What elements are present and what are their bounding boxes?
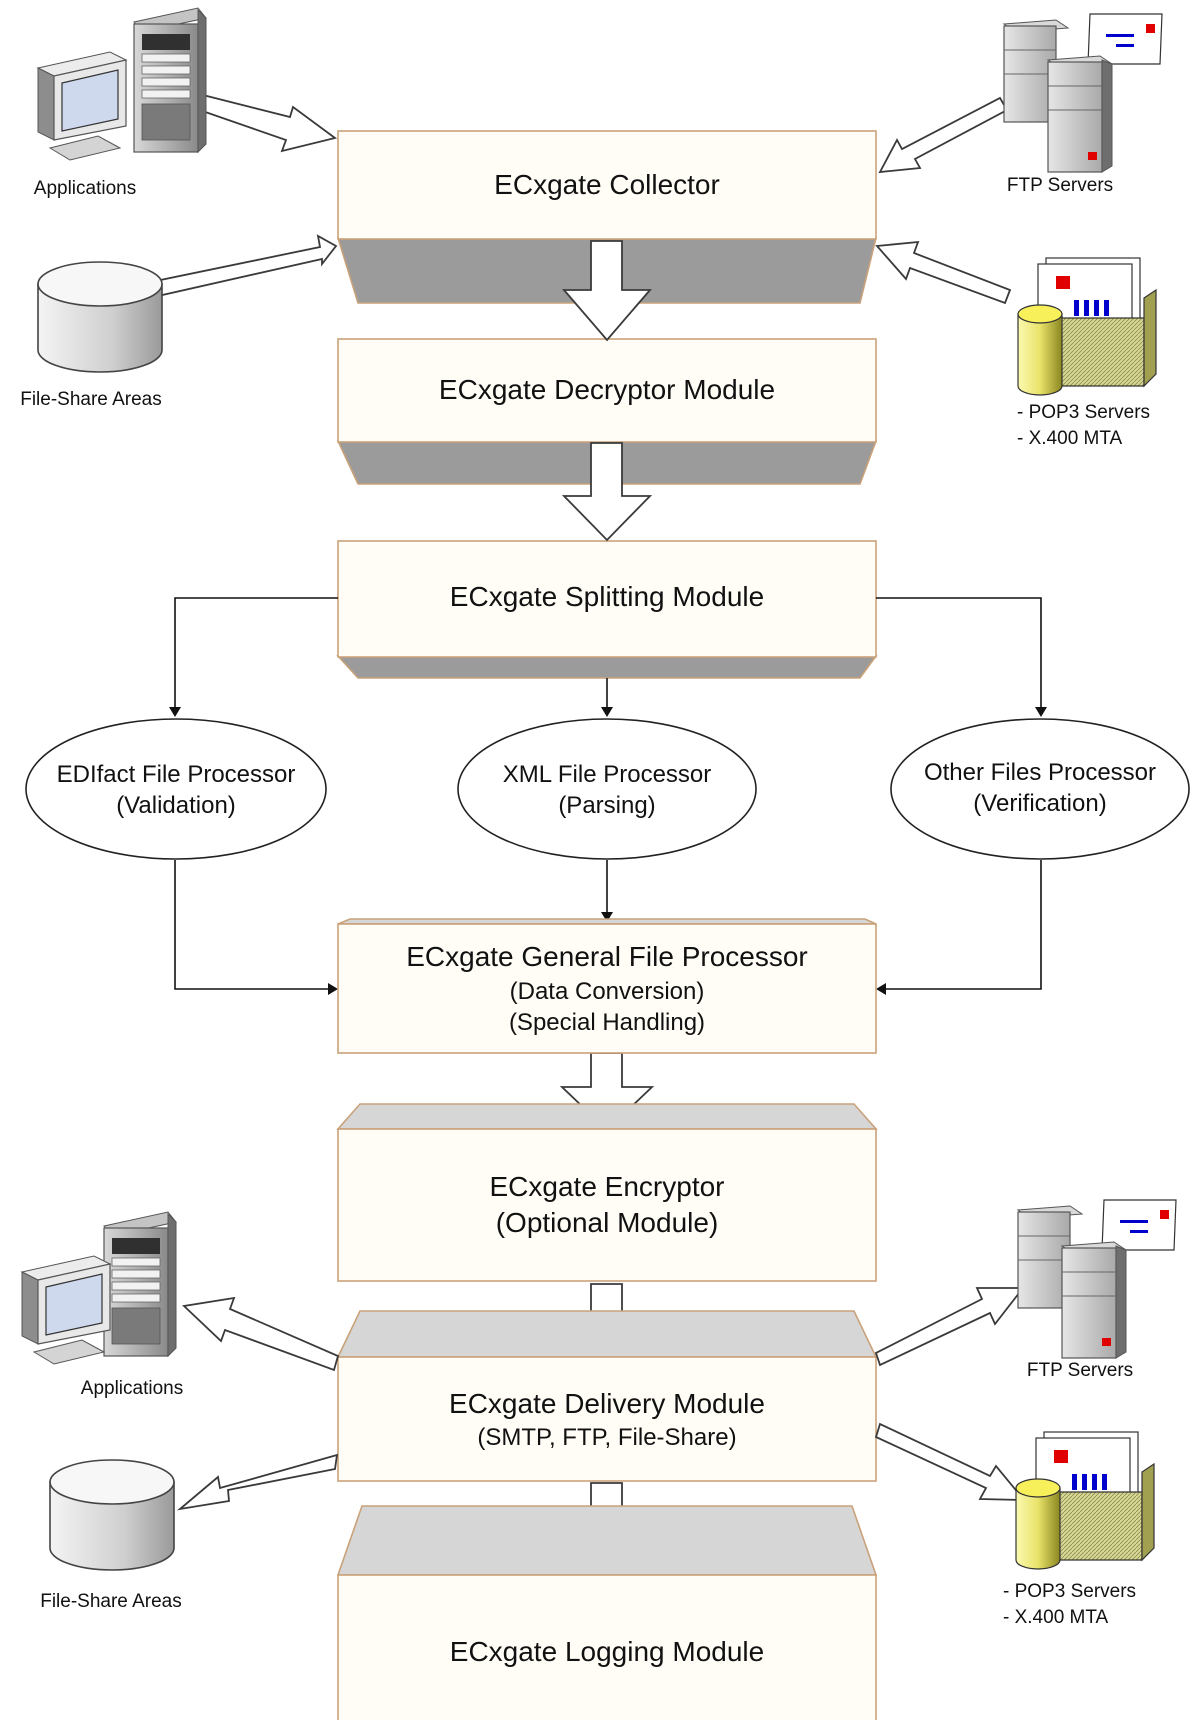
arrow-delivery-to-fileshare [176,1453,339,1511]
encryptor-skirt [336,1103,878,1130]
encryptor-title: ECxgate Encryptor [490,1171,725,1202]
source-pop3-label: - POP3 Servers [1017,402,1150,423]
encryptor-module: ECxgate Encryptor (Optional Module) [336,1103,878,1282]
xml-processor-sub: (Parsing) [558,792,655,819]
connector-split-edifact [174,597,338,712]
connector-other-general [882,860,1042,990]
arrow-ftp-to-collector [878,96,1009,174]
connector-edifact-general [174,860,332,990]
edifact-processor-ellipse [25,718,327,860]
arrowhead-general-left [328,983,338,995]
connector-split-other [876,597,1042,712]
logging-module: ECxgate Logging Module [336,1505,878,1720]
xml-processor-title: XML File Processor [503,761,712,788]
decryptor-module: ECxgate Decryptor Module [336,338,878,485]
general-box [337,923,877,1054]
arrow-decryptor-to-splitting [561,442,653,542]
splitting-box [337,540,877,658]
arrowhead-xml [601,707,613,717]
destination-applications-label: Applications [81,1378,183,1399]
edifact-processor-title: EDIfact File Processor [57,761,296,788]
arrow-applications-to-collector [186,90,338,153]
source-ftp-label: FTP Servers [1007,175,1113,196]
arrow-fileshare-to-collector [144,234,338,300]
processor-ellipses: EDIfact File Processor (Validation) XML … [25,718,1190,860]
destination-fileshare-label: File-Share Areas [40,1591,182,1612]
arrowhead-general-top [601,912,613,922]
encryptor-sub: (Optional Module) [496,1207,719,1238]
arrow-delivery-to-ftp [874,1287,1025,1367]
encryptor-box [337,1128,877,1282]
logging-box [337,1574,877,1720]
logging-skirt [336,1505,878,1576]
arrow-delivery-to-pop3 [874,1422,1026,1501]
xml-processor-ellipse [457,718,757,860]
applications-source-icon [36,7,207,161]
collector-label: ECxgate Collector [494,169,720,200]
fileshare-destination-disk-icon [49,1459,175,1571]
ftp-destination-server-icon [1016,1199,1177,1359]
split-connectors [169,597,1047,717]
delivery-title: ECxgate Delivery Module [449,1388,765,1419]
delivery-module: ECxgate Delivery Module (SMTP, FTP, File… [336,1310,878,1482]
other-processor-ellipse [890,718,1190,860]
other-processor-title: Other Files Processor [924,759,1156,786]
delivery-sub: (SMTP, FTP, File-Share) [477,1424,736,1451]
general-processor-module: ECxgate General File Processor (Data Con… [337,918,877,1054]
delivery-box [337,1356,877,1482]
destination-pop3-label: - POP3 Servers [1003,1581,1136,1602]
input-arrows [144,90,1012,305]
ftp-source-server-icon [1002,13,1163,173]
splitting-label: ECxgate Splitting Module [450,581,764,612]
pop3-destination-mailbox-icon [1015,1431,1155,1570]
arrow-collector-to-decryptor [562,240,652,342]
source-x400-label: - X.400 MTA [1017,428,1123,449]
decryptor-box [337,338,877,443]
source-fileshare-label: File-Share Areas [20,389,162,410]
other-processor-sub: (Verification) [973,790,1106,817]
general-title: ECxgate General File Processor [406,941,808,972]
arrowhead-general-right [876,983,886,995]
output-arrows [176,1287,1026,1511]
splitting-skirt [336,655,878,679]
general-line1: (Data Conversion) [510,978,705,1005]
destination-x400-label: - X.400 MTA [1003,1607,1109,1628]
source-applications-label: Applications [34,178,136,199]
delivery-skirt [336,1310,878,1358]
fileshare-source-disk-icon [37,261,163,373]
collector-module: ECxgate Collector [336,130,878,304]
decryptor-label: ECxgate Decryptor Module [439,374,775,405]
applications-destination-icon [20,1211,177,1365]
collector-box [337,130,877,240]
merge-connectors [174,860,1042,995]
destination-ftp-label: FTP Servers [1027,1360,1133,1381]
edifact-processor-sub: (Validation) [116,792,236,819]
general-line2: (Special Handling) [509,1009,705,1036]
arrow-pop3-to-collector [875,240,1012,305]
pop3-source-mailbox-icon [1017,257,1157,396]
logging-label: ECxgate Logging Module [450,1636,764,1667]
arrowhead-other [1035,707,1047,717]
splitting-module: ECxgate Splitting Module [336,540,878,679]
arrowhead-edifact [169,707,181,717]
arrow-delivery-to-applications [182,1296,340,1372]
